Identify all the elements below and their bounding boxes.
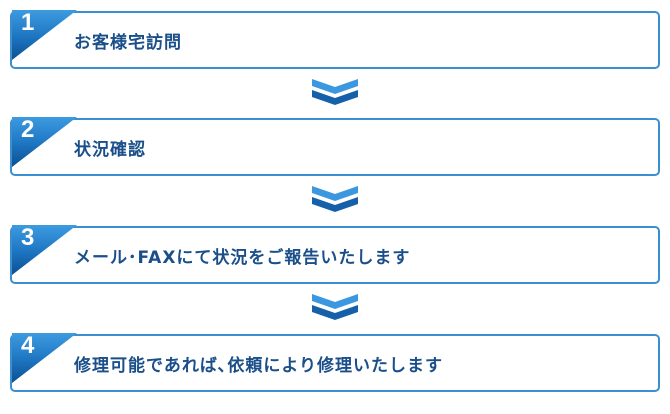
chevron-down-icon [312,186,358,212]
chevron-down-icon [312,79,358,105]
step-box-3: 3 メール･FAXにて状況をご報告いたします [9,224,660,284]
step-label: 修理可能であれば､依頼により修理いたします [74,356,443,376]
step-box-1: 1 お客様宅訪問 [9,9,660,69]
step-label: メール･FAXにて状況をご報告いたします [74,248,411,268]
step-number: 3 [21,224,35,251]
step-number-badge: 3 [9,224,79,277]
step-number: 4 [21,332,35,359]
step-label: 状況確認 [74,140,146,160]
step-number: 2 [21,116,35,143]
step-box-2: 2 状況確認 [9,116,660,176]
step-label: お客様宅訪問 [74,33,182,53]
step-number: 1 [21,9,35,36]
step-box-4: 4 修理可能であれば､依頼により修理いたします [9,332,660,392]
step-number-badge: 2 [9,116,79,169]
step-number-badge: 4 [9,332,79,385]
step-number-badge: 1 [9,9,79,62]
chevron-down-icon [312,294,358,320]
